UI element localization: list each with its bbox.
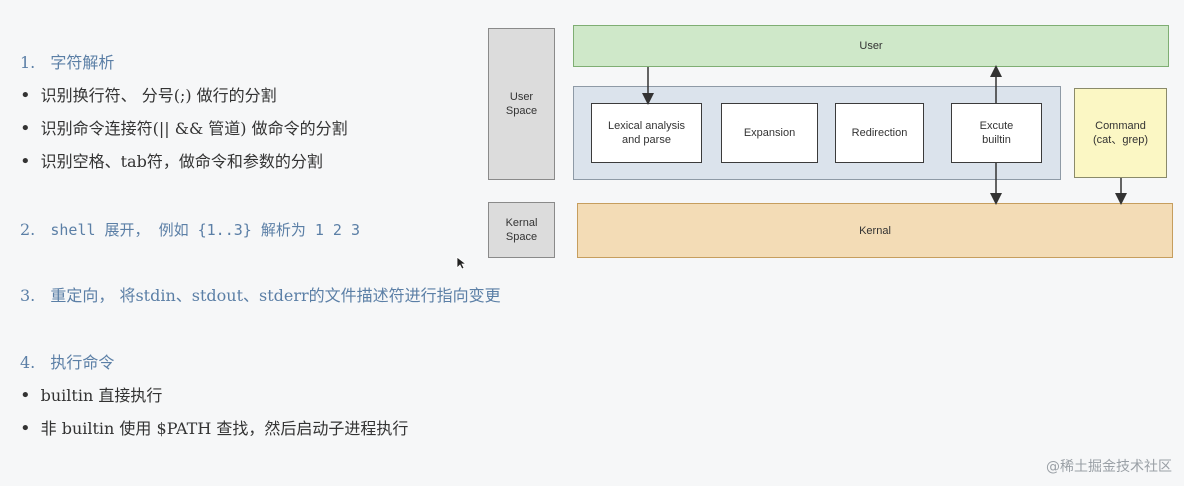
section-4-bullet-2: •非 builtin 使用 $PATH 查找，然后启动子进程执行 bbox=[20, 418, 409, 439]
section-1-bullet-3: •识别空格、tab符，做命令和参数的分割 bbox=[20, 151, 323, 172]
section-4-heading: 4. 执行命令 bbox=[20, 353, 115, 372]
watermark: @稀土掘金技术社区 bbox=[1046, 459, 1172, 475]
section-2: 2. shell 展开， 例如 {1..3} 解析为 1 2 3 bbox=[20, 220, 361, 239]
kernal-bar: Kernal bbox=[577, 203, 1173, 258]
section-1-heading: 1. 字符解析 bbox=[20, 53, 115, 72]
section-1-title: 字符解析 bbox=[50, 53, 115, 72]
user-bar: User bbox=[573, 25, 1169, 67]
section-1-bullet-1: •识别换行符、 分号(;) 做行的分割 bbox=[20, 85, 277, 106]
mouse-cursor-icon bbox=[456, 256, 466, 270]
command-box: Command(cat、grep) bbox=[1074, 88, 1167, 178]
notes-panel: 1. 字符解析 •识别换行符、 分号(;) 做行的分割 •识别命令连接符(|| … bbox=[0, 0, 501, 486]
section-4-bullet-1: •builtin 直接执行 bbox=[20, 385, 163, 406]
section-3-text: 重定向， 将stdin、stdout、stderr的文件描述符进行指向变更 bbox=[50, 286, 501, 305]
section-1-bullet-2: •识别命令连接符(|| && 管道) 做命令的分割 bbox=[20, 118, 348, 139]
section-3: 3. 重定向， 将stdin、stdout、stderr的文件描述符进行指向变更 bbox=[20, 286, 501, 305]
section-2-text: shell 展开， 例如 {1..3} 解析为 1 2 3 bbox=[50, 221, 361, 239]
redirection-box: Redirection bbox=[835, 103, 924, 163]
section-4-title: 执行命令 bbox=[50, 353, 115, 372]
expansion-box: Expansion bbox=[721, 103, 818, 163]
